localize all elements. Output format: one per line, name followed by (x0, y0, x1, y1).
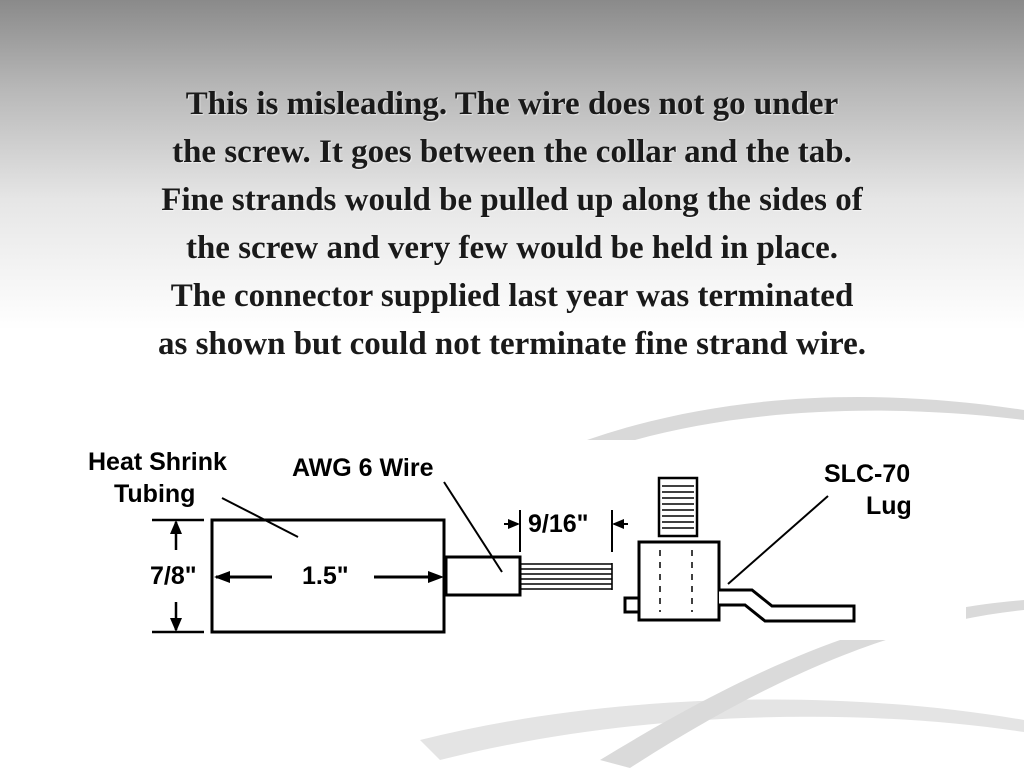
wire-insulation (444, 555, 522, 597)
text-line-3: Fine strands would be pulled up along th… (161, 182, 863, 218)
connector-diagram: Heat Shrink Tubing AWG 6 Wire 9/16" SLC-… (72, 440, 966, 640)
label-length-dim: 1.5" (302, 562, 349, 590)
height-arrow-top (170, 520, 182, 534)
label-strip-length: 9/16" (528, 510, 589, 538)
strip-arrow-left (508, 519, 520, 529)
strip-arrow-right (612, 519, 624, 529)
heat-shrink-leader (221, 497, 299, 538)
lug-collar (637, 540, 721, 622)
diagram-drawing (152, 476, 856, 634)
text-line-4: the screw and very few would be held in … (185, 230, 839, 266)
lug-set-screw (657, 476, 699, 538)
wire-leader (443, 481, 503, 573)
label-heat-shrink-line2: Tubing (114, 480, 196, 508)
lug-nub (623, 596, 641, 614)
length-arrow-right (428, 571, 444, 583)
label-heat-shrink-line1: Heat Shrink (88, 448, 227, 476)
text-line-2: the screw. It goes between the collar an… (172, 134, 852, 170)
slide-body-text: This is misleading. The wire does not go… (60, 80, 964, 368)
wire-strands (520, 563, 613, 590)
length-arrow-left (214, 571, 230, 583)
label-height-dim: 7/8" (150, 562, 197, 590)
lug-tab (719, 588, 856, 623)
height-arrow-bottom (170, 618, 182, 632)
text-line-6: as shown but could not terminate fine st… (157, 326, 866, 362)
text-line-5: The connector supplied last year was ter… (170, 278, 854, 314)
label-lug-line2: Lug (866, 492, 912, 520)
text-line-1: This is misleading. The wire does not go… (185, 86, 839, 122)
label-awg-wire: AWG 6 Wire (292, 454, 434, 482)
label-lug-line1: SLC-70 (824, 460, 911, 488)
lug-leader (727, 495, 829, 585)
